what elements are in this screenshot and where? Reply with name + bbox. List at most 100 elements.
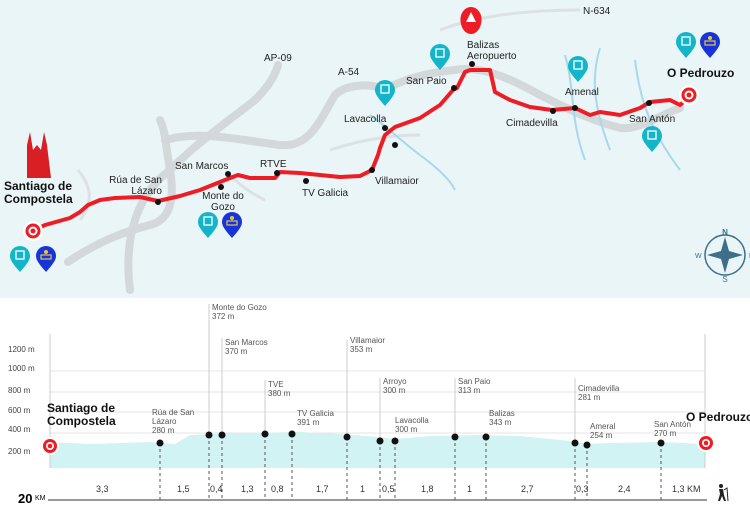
profile-point (376, 437, 384, 445)
y-tick-label: 1000 m (8, 364, 35, 373)
point-name: San Marcos (225, 338, 268, 347)
point-name: Ameral (590, 422, 616, 431)
profile-point (218, 431, 226, 439)
segment-distance: 2,7 (521, 484, 534, 494)
start-target-icon (23, 221, 43, 241)
point-elevation: 313 m (458, 386, 481, 395)
albergue-pin-icon[interactable] (10, 246, 30, 272)
segment-distance: 0,8 (271, 484, 284, 494)
place-villamaior: Villamaior (375, 176, 419, 187)
hotel-pin-icon[interactable] (222, 212, 242, 238)
compass-rose-icon: N S E W (695, 228, 750, 284)
profile-point (657, 439, 665, 447)
y-tick-label: 1200 m (8, 345, 35, 354)
point-name: Villamaior (350, 336, 385, 345)
segment-distance: 1,8 (421, 484, 434, 494)
segment-distance: 1,7 (316, 484, 329, 494)
place-san-marcos: San Marcos (175, 161, 229, 172)
point-elevation: 300 m (395, 425, 418, 434)
point-name: Monte do Gozo (212, 303, 267, 312)
albergue-pin-icon[interactable] (198, 212, 218, 238)
route-map: N S E W AP-09 A-54 N-634 Santiago de Com… (0, 0, 750, 298)
point-name: Balizas (489, 409, 515, 418)
albergue-pin-icon[interactable] (568, 56, 588, 82)
segment-distance: 1 (360, 484, 366, 494)
place-cimadevilla: Cimadevilla (506, 118, 558, 129)
warning-pin-icon (460, 7, 482, 34)
y-tick-label: 600 m (8, 406, 31, 415)
profile-start-label: Santiago de Compostela (47, 401, 116, 428)
profile-point (261, 430, 269, 438)
point-name: San Paio (458, 377, 491, 386)
profile-point (288, 430, 296, 438)
elevation-profile: 1200 m 1000 m 800 m 600 m 400 m 200 m Santiag… (0, 298, 750, 508)
point-elevation: 280 m (152, 426, 175, 435)
compass-n: N (722, 228, 728, 237)
place-tv-galicia: TV Galicia (302, 188, 349, 199)
profile-point (583, 441, 591, 449)
segment-distance: 0,4 (210, 484, 223, 494)
profile-point (482, 433, 490, 441)
road-label-n634: N-634 (583, 6, 611, 17)
end-label: O Pedrouzo (667, 66, 735, 80)
compass-w: W (695, 253, 702, 260)
segment-distance: 0,5 (382, 484, 395, 494)
route-stops (155, 61, 652, 205)
place-balizas-aeropuerto: Balizas Aeropuerto (467, 40, 517, 62)
y-tick-label: 400 m (8, 425, 31, 434)
place-lavacolla: Lavacolla (344, 114, 387, 125)
albergue-pin-icon[interactable] (430, 44, 450, 70)
point-name: Rúa de San Lázaro (152, 408, 195, 426)
point-name: Arroyo (383, 377, 407, 386)
albergue-pin-icon[interactable] (676, 32, 696, 58)
hiker-icon (718, 484, 729, 502)
point-name: TV Galicia (297, 409, 334, 418)
point-elevation: 353 m (350, 345, 373, 354)
hotel-pin-icon[interactable] (36, 246, 56, 272)
point-elevation: 372 m (212, 312, 235, 321)
place-san-anton: San Antón (629, 114, 676, 125)
albergue-pin-icon[interactable] (642, 126, 662, 152)
roads (64, 61, 684, 294)
segment-distance: 2,4 (618, 484, 631, 494)
cathedral-icon (27, 132, 51, 178)
profile-point (343, 433, 351, 441)
point-name: TVE (268, 380, 284, 389)
end-target-icon (679, 85, 699, 105)
start-target-icon (41, 437, 59, 455)
place-amenal: Amenal (565, 87, 599, 98)
profile-point (451, 433, 459, 441)
end-target-icon (697, 434, 715, 452)
route-line (34, 68, 690, 232)
profile-canvas (41, 304, 729, 502)
place-san-paio: San Paio (406, 76, 447, 87)
segment-distance: 1 (467, 484, 473, 494)
place-rua-san-lazaro: Rúa de San Lázaro (109, 175, 162, 197)
point-elevation: 343 m (489, 418, 512, 427)
total-unit: KM (35, 495, 46, 502)
y-tick-label: 200 m (8, 447, 31, 456)
albergue-pin-icon[interactable] (375, 80, 395, 106)
segment-distance: 1,3 KM (672, 484, 701, 494)
hotel-pin-icon[interactable] (700, 32, 720, 58)
elevation-area (50, 432, 705, 468)
profile-point (571, 439, 579, 447)
profile-point (391, 437, 399, 445)
point-elevation: 391 m (297, 418, 320, 427)
y-tick-label: 800 m (8, 386, 31, 395)
point-name: San Antón (654, 420, 691, 429)
profile-point (205, 431, 213, 439)
segment-distance: 3,3 (96, 484, 109, 494)
point-elevation: 270 m (654, 429, 677, 438)
